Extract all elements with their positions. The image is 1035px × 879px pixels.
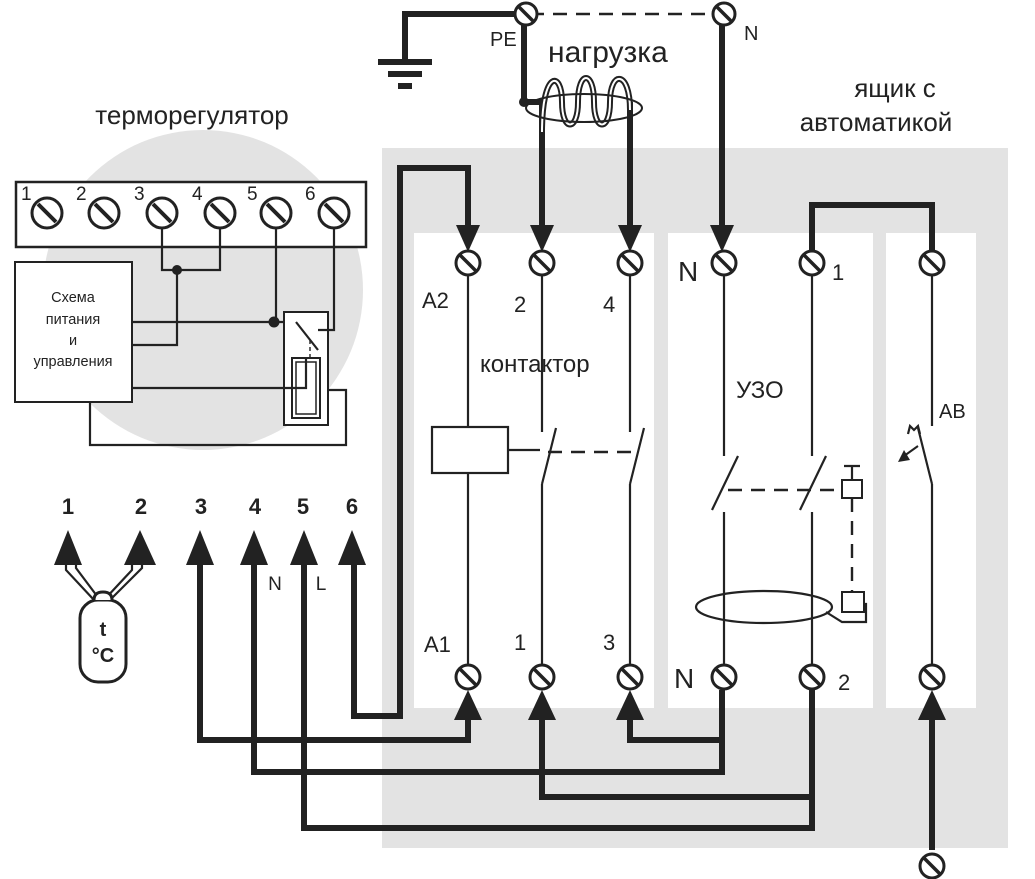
wire-number-4: 4 (249, 494, 262, 519)
thermostat-terminal-block (14, 180, 368, 249)
terminal-pe (513, 1, 539, 27)
breaker-label: АВ (939, 401, 966, 423)
scheme-label-line3: и (69, 333, 77, 349)
terminal-number-5: 5 (247, 184, 258, 205)
box-label-line2: автоматикой (800, 107, 953, 137)
wire-arrows (54, 530, 366, 565)
uzo-panel (668, 233, 873, 708)
power-control-scheme-box (14, 261, 133, 403)
scheme-label-line1: Схема (51, 290, 96, 306)
load-heating-coil (525, 75, 643, 133)
load-label: нагрузка (548, 36, 668, 69)
terminal-number-1: 1 (21, 184, 32, 205)
screw-terminal-5 (259, 196, 293, 230)
uzo-n-top-label: N (678, 256, 698, 287)
terminal-number-3: 3 (134, 184, 145, 205)
screw-terminal-6 (317, 196, 351, 230)
n-top-label: N (744, 23, 758, 45)
uzo-2-label: 2 (838, 670, 850, 695)
contactor-2-label: 2 (514, 292, 526, 317)
uzo-internals (694, 276, 868, 664)
uzo-current-transformer (694, 589, 834, 625)
top-screw-terminals (513, 1, 737, 27)
sensor-label-unit: °C (92, 645, 114, 667)
wire-label-l: L (316, 574, 327, 595)
contactor-a2-label: A2 (422, 288, 449, 313)
contactor-coil (430, 425, 510, 475)
contactor-label: контактор (480, 351, 590, 378)
screw-terminal-1 (30, 196, 64, 230)
terminal-number-6: 6 (305, 184, 316, 205)
terminal-n-top (711, 1, 737, 27)
contactor-3-label: 3 (603, 630, 615, 655)
wire-number-2: 2 (135, 494, 147, 519)
contactor-internals (430, 276, 646, 664)
wire-number-1: 1 (62, 494, 74, 519)
contactor-4-label: 4 (603, 292, 615, 317)
input-arrows (454, 225, 946, 720)
screw-terminal-2 (87, 196, 121, 230)
thermostat-label: терморегулятор (95, 100, 289, 130)
screw-terminal-3 (145, 196, 179, 230)
box-label-line1: ящик с (854, 73, 936, 103)
contactor-1-label: 1 (514, 630, 526, 655)
terminal-number-4: 4 (192, 184, 203, 205)
uzo-label: УЗО (736, 377, 784, 404)
wire-label-n: N (268, 574, 282, 595)
relay-contact (295, 321, 319, 351)
wire-number-5: 5 (297, 494, 309, 519)
sensor-label-t: t (100, 619, 107, 641)
temperature-sensor (64, 565, 144, 684)
terminal-number-2: 2 (76, 184, 87, 205)
screw-terminal-4 (203, 196, 237, 230)
uzo-1-label: 1 (832, 260, 844, 285)
contactor-a1-label: A1 (424, 632, 451, 657)
uzo-n-bottom-label: N (674, 663, 694, 694)
scheme-label-line2: питания (46, 312, 100, 328)
thermostat-internal-wiring (88, 228, 348, 447)
scheme-label-line4: управления (33, 354, 112, 370)
wire-number-3: 3 (195, 494, 207, 519)
wire-number-6: 6 (346, 494, 358, 519)
sensor-body (78, 598, 128, 684)
device-screw-terminals (454, 249, 946, 879)
breaker-internals (898, 276, 934, 664)
pe-label: PE (490, 29, 517, 51)
external-wires (197, 11, 935, 850)
